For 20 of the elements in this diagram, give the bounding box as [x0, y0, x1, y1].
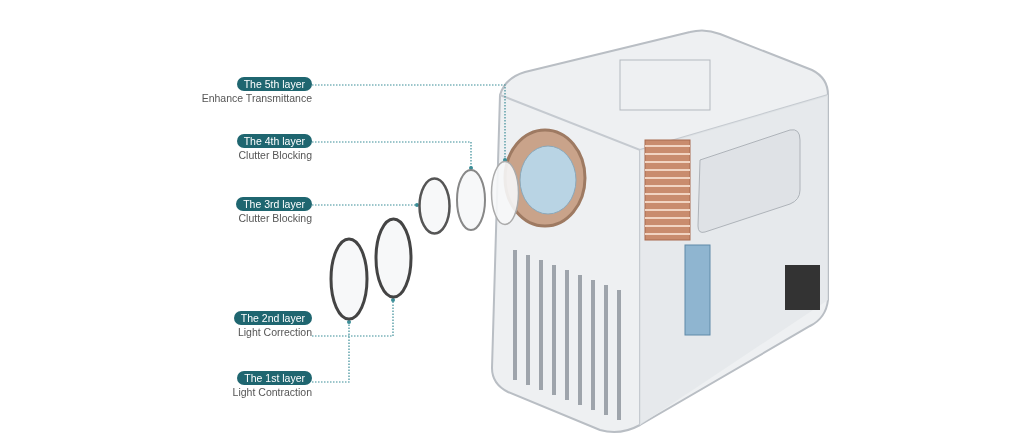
layer-description: Clutter Blocking: [238, 149, 312, 162]
layer-description: Light Contraction: [232, 386, 312, 399]
leader-line: [311, 141, 473, 170]
leader-line: [311, 320, 351, 383]
layer-tag: The 2nd layer: [233, 311, 312, 325]
layer-description: Enhance Transmittance: [201, 92, 312, 105]
layer-description: Clutter Blocking: [238, 212, 312, 225]
lens-drawing: [373, 216, 414, 300]
lens-drawing: [455, 168, 487, 232]
layer-tag: The 5th layer: [236, 77, 312, 91]
layer-tag: The 3rd layer: [236, 197, 312, 211]
leader-line: [311, 203, 419, 207]
lens-drawing: [490, 160, 520, 226]
layer-tag: The 1st layer: [237, 371, 312, 385]
layer-description: Light Correction: [237, 326, 312, 339]
lens-drawing: [417, 176, 452, 236]
leader-line: [311, 298, 395, 337]
lens-drawing: [328, 236, 370, 322]
leader-line: [311, 84, 507, 162]
layer-tag: The 4th layer: [236, 134, 312, 148]
